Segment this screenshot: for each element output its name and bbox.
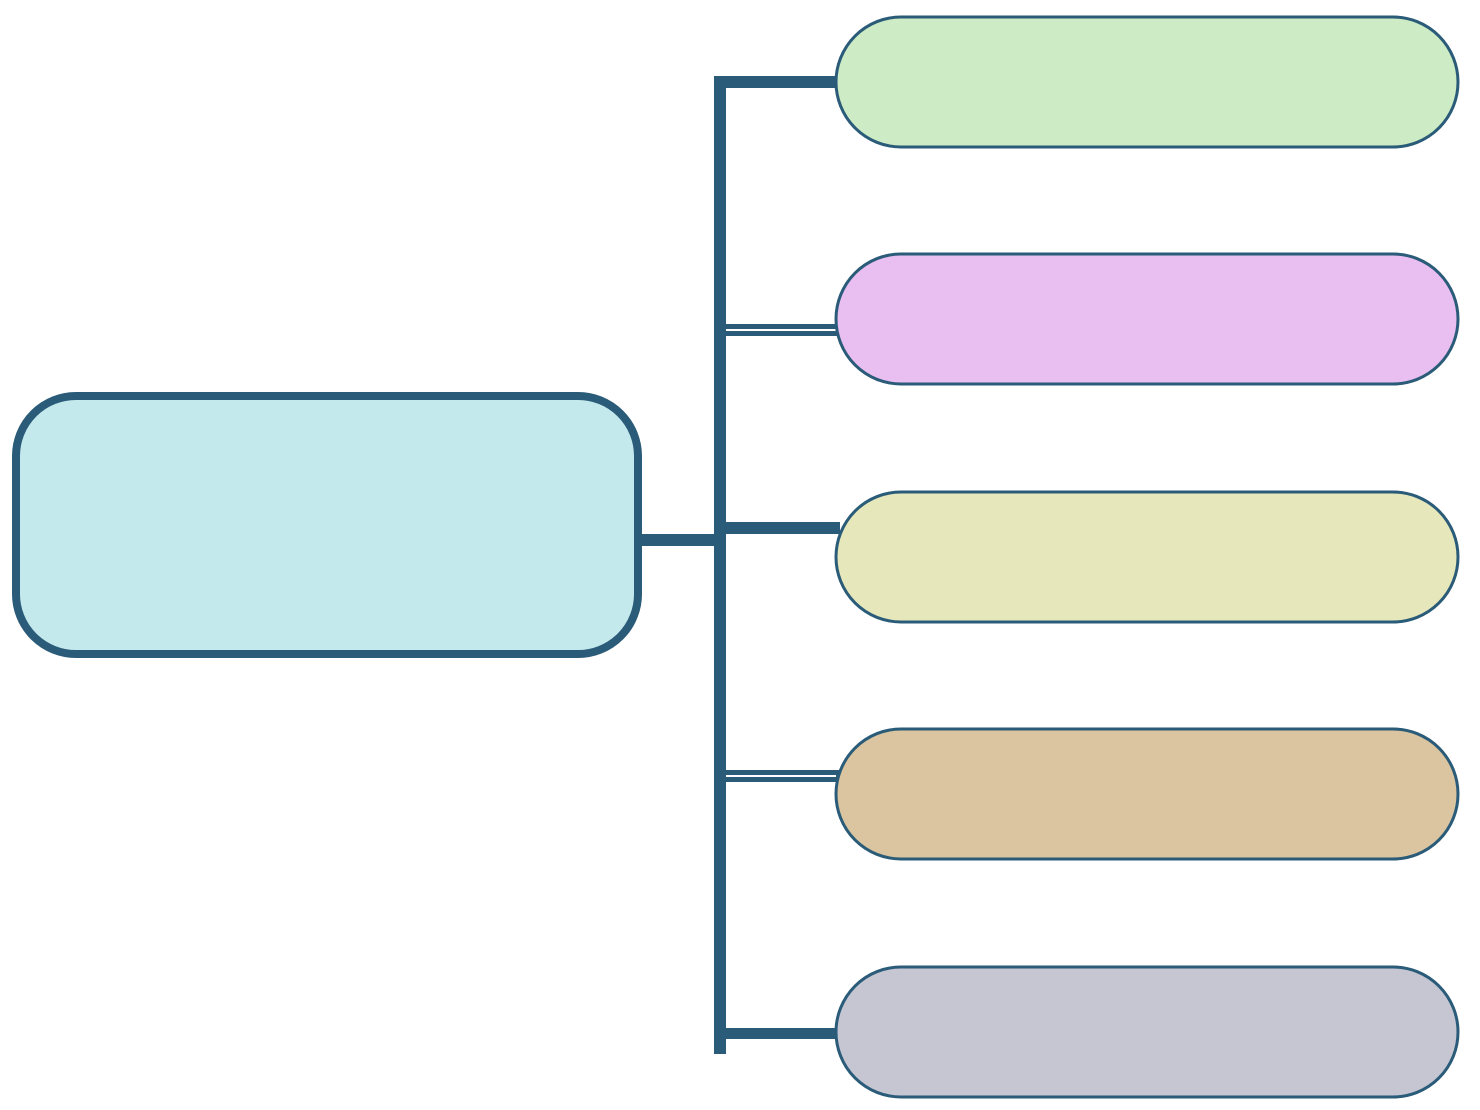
branch-nodes: [834, 15, 1460, 1099]
root-node: [12, 392, 642, 658]
branch-pill: [834, 490, 1460, 624]
branch-pill: [834, 965, 1460, 1099]
branch-node: [834, 490, 1460, 624]
branch-node: [834, 965, 1460, 1099]
branch-node: [834, 727, 1460, 861]
root-box: [12, 392, 642, 658]
branch-node: [834, 15, 1460, 149]
branch-pill: [834, 727, 1460, 861]
branch-pill: [834, 15, 1460, 149]
branch-pill: [834, 252, 1460, 386]
branch-node: [834, 252, 1460, 386]
connector-lines: [638, 76, 840, 1054]
